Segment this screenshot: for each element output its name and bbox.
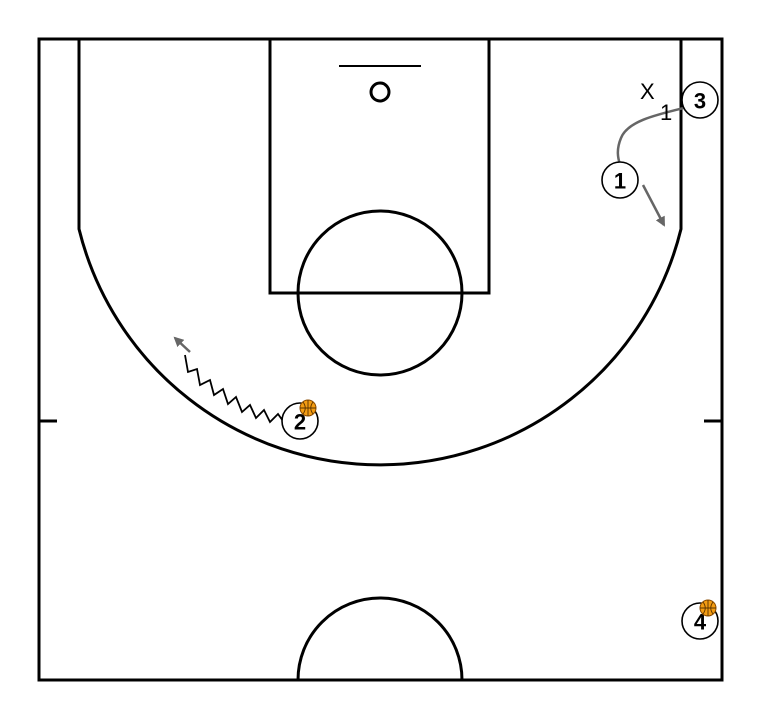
basketball-icon	[699, 599, 717, 617]
defender-x1: X 1	[640, 79, 672, 125]
player-3: 3	[681, 81, 719, 119]
player-4: 4	[681, 599, 719, 640]
cut-arrow-player-1	[641, 184, 666, 227]
player-4-label: 4	[694, 610, 707, 635]
basketball-icon	[299, 399, 317, 417]
three-point-line	[77, 39, 683, 467]
cut-path-player-1	[616, 104, 693, 166]
free-throw-circle	[296, 209, 464, 377]
player-1: 1	[601, 161, 639, 199]
player-3-label: 3	[694, 89, 706, 114]
dribble-path-player-2	[184, 354, 284, 424]
rim	[369, 81, 391, 103]
dribble-arrow-player-2	[173, 336, 191, 353]
defender-marker: X	[640, 79, 655, 104]
paint-lane	[268, 37, 491, 295]
player-2-label: 2	[294, 410, 306, 435]
defender-number: 1	[660, 100, 672, 125]
court-boundary	[37, 37, 724, 682]
player-1-label: 1	[614, 169, 626, 194]
center-circle	[296, 596, 464, 681]
player-2: 2	[281, 399, 319, 440]
